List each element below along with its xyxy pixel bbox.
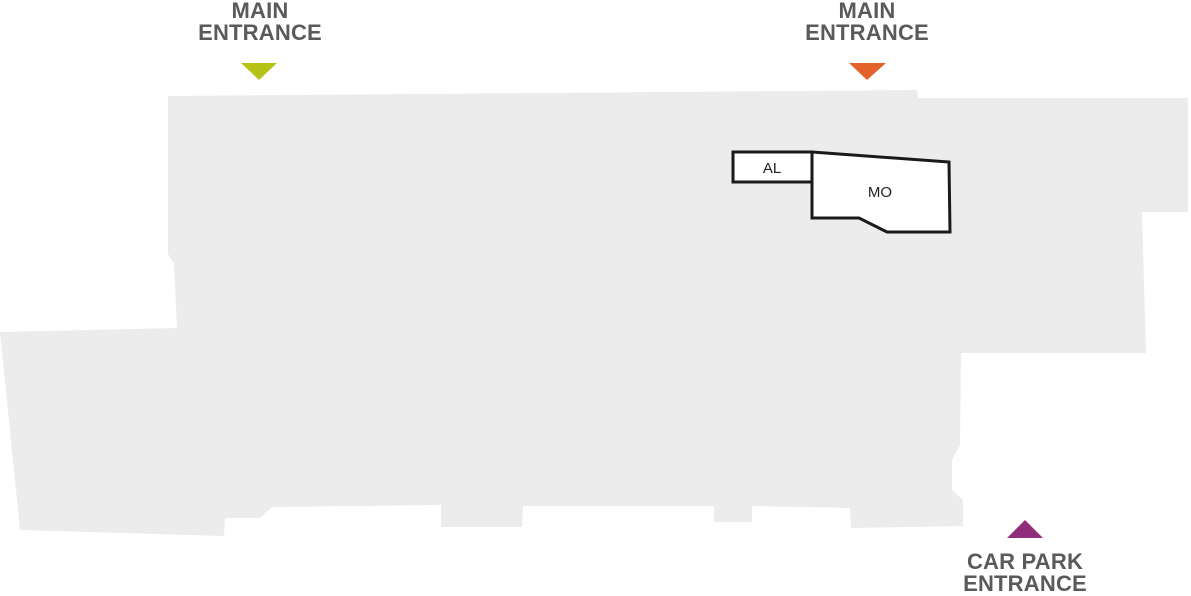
- car-park-entrance-marker-icon: [1007, 520, 1043, 538]
- unit-mo-outline: [810, 150, 952, 234]
- main-entrance-right-line2: ENTRANCE: [805, 20, 929, 45]
- unit-al-label: AL: [763, 160, 781, 177]
- mall-floor-area: [0, 90, 1188, 536]
- main-entrance-left-line2: ENTRANCE: [198, 20, 322, 45]
- main-entrance-right-label[interactable]: MAIN ENTRANCE: [787, 0, 947, 44]
- car-park-entrance-line1: CAR PARK: [966, 549, 1084, 574]
- main-entrance-right-marker-icon: [849, 63, 886, 80]
- main-entrance-left-marker-icon: [241, 63, 277, 80]
- unit-mo[interactable]: MO: [810, 150, 952, 234]
- car-park-entrance-label[interactable]: CAR PARK ENTRANCE: [945, 551, 1105, 595]
- main-entrance-right-line1: MAIN: [838, 0, 896, 23]
- car-park-entrance-line2: ENTRANCE: [963, 571, 1087, 596]
- unit-mo-label: MO: [868, 184, 892, 201]
- unit-al[interactable]: AL: [731, 150, 814, 184]
- main-entrance-left-label[interactable]: MAIN ENTRANCE: [180, 0, 340, 44]
- main-entrance-left-line1: MAIN: [231, 0, 289, 23]
- unit-al-outline: [731, 150, 814, 184]
